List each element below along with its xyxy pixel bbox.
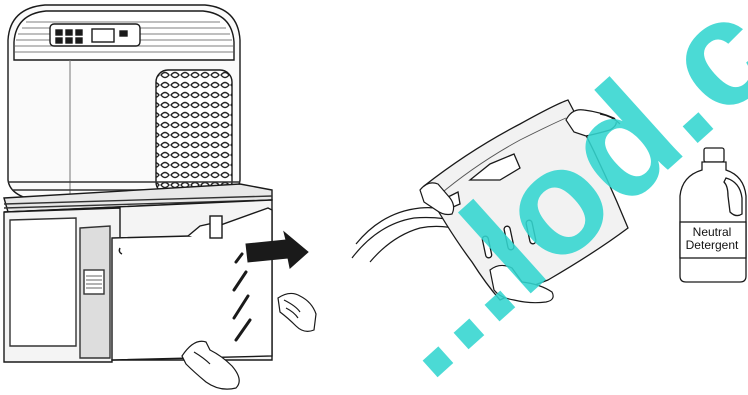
bottle-label-line2: Detergent (676, 239, 748, 252)
air-grille (156, 70, 232, 194)
control-panel (50, 24, 140, 46)
dehumidifier-top-body (8, 5, 240, 202)
water-tank (4, 200, 272, 362)
hand-icon (278, 293, 316, 331)
bottle-label: Neutral Detergent (676, 226, 748, 252)
dehumidifier-unit (4, 5, 272, 362)
